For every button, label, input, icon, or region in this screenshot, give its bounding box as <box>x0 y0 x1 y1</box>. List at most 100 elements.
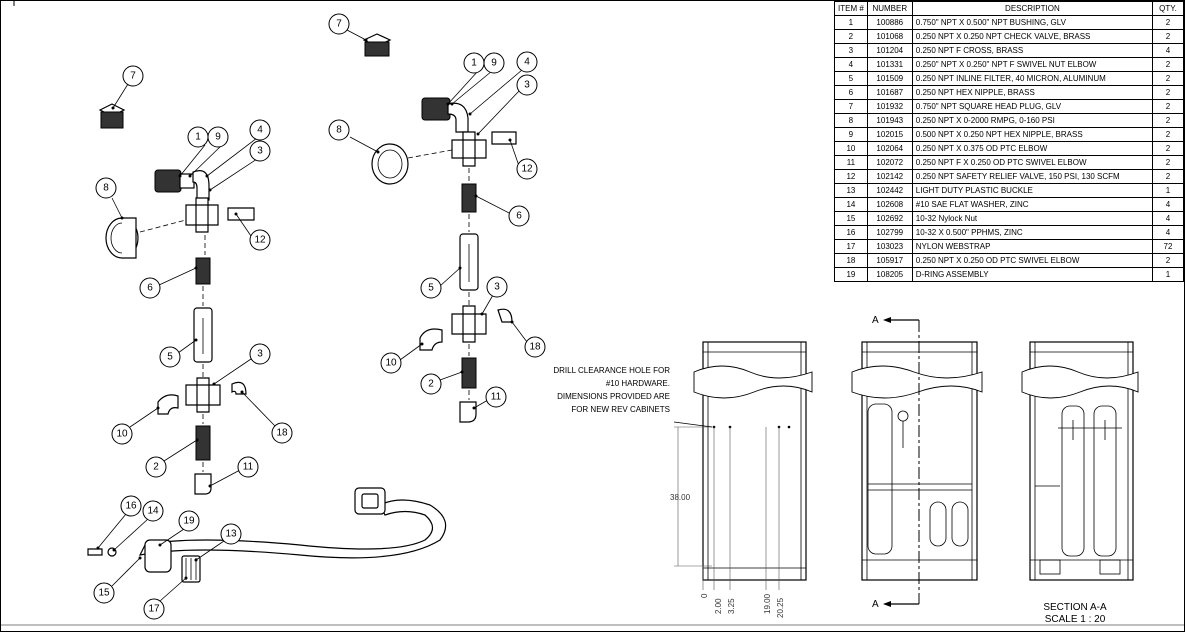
bom-qty-cell: 4 <box>1152 43 1184 58</box>
section-line <box>883 317 920 607</box>
bom-qty-cell: 2 <box>1152 99 1184 114</box>
balloon-leader <box>111 557 141 587</box>
balloon-circle <box>249 119 271 141</box>
bom-item-cell: 14 <box>834 197 868 212</box>
balloon-left-14: 16 <box>120 495 142 517</box>
cross-fitting-upper <box>185 197 219 233</box>
leader-arrow <box>194 338 198 342</box>
bom-item-cell: 11 <box>834 155 868 170</box>
balloon-leader <box>346 29 367 41</box>
bom-number-cell: 102692 <box>866 211 913 226</box>
bom-number-cell: 103023 <box>866 239 913 254</box>
plug-body-r <box>364 41 390 57</box>
bom-qty-cell: 2 <box>1152 169 1184 184</box>
balloon-circle <box>328 119 350 141</box>
bom-description-cell: 0.250 NPT F CROSS, BRASS <box>911 43 1154 58</box>
pressure-gauge <box>105 217 139 259</box>
cross-fitting-lower <box>185 377 221 413</box>
balloon-circle <box>516 74 538 96</box>
note-line: DRILL CLEARANCE HOLE FOR <box>553 366 670 375</box>
elbow18-r <box>497 308 513 323</box>
bom-item-cell: 9 <box>834 127 868 142</box>
leader-arrow <box>212 382 216 386</box>
leader-arrow <box>472 406 476 410</box>
balloon-left-19: 17 <box>143 598 165 620</box>
balloon-leader <box>159 528 185 546</box>
balloon-leader <box>399 343 423 361</box>
bom-item-cell: 3 <box>834 43 868 58</box>
bom-item-cell: 6 <box>834 85 868 100</box>
bom-number-cell: 101687 <box>866 85 913 100</box>
balloon-circle <box>380 352 402 374</box>
bom-description-cell: LIGHT DUTY PLASTIC BUCKLE <box>911 183 1154 198</box>
balloon-number: 19 <box>183 516 195 527</box>
balloon-leader <box>129 407 159 428</box>
leader-arrow <box>194 558 198 562</box>
strap-assembly <box>87 487 447 583</box>
section-scale: SCALE 1 : 20 <box>1044 614 1106 625</box>
balloon-number: 6 <box>147 283 153 294</box>
bushing-nipple <box>154 169 195 193</box>
balloon-circle <box>143 598 165 620</box>
balloon-leader <box>349 136 379 153</box>
balloon-circle <box>483 52 505 74</box>
leader-arrow <box>194 266 198 270</box>
leader-arrow <box>510 320 514 324</box>
balloon-circle <box>328 13 350 35</box>
balloon-circle <box>111 423 133 445</box>
leader-arrow <box>476 132 480 136</box>
leader-arrow <box>96 546 100 550</box>
bom-item-cell: 17 <box>834 239 868 254</box>
bom-description-cell: 0.250 NPT HEX NIPPLE, BRASS <box>911 85 1154 100</box>
bom-qty-cell: 2 <box>1152 113 1184 128</box>
balloon-left-10: 10 <box>111 423 133 445</box>
balloon-number: 2 <box>428 379 434 390</box>
note-line: FOR NEW REV CABINETS <box>571 405 670 414</box>
bom-item-cell: 13 <box>834 183 868 198</box>
bom-description-cell: 0.750" NPT SQUARE HEAD PLUG, GLV <box>911 99 1154 114</box>
note-line: DIMENSIONS PROVIDED ARE <box>557 392 670 401</box>
cross-r-lower <box>451 305 487 343</box>
balloon-circle <box>486 276 508 298</box>
bom-description-cell: 0.250 NPT X 0.250 OD PTC SWIVEL ELBOW <box>911 253 1154 268</box>
balloon-right-5: 8 <box>328 119 350 141</box>
check-valve <box>195 425 211 461</box>
bom-description-cell: #10 SAE FLAT WASHER, ZINC <box>911 197 1154 212</box>
balloon-leader <box>158 267 197 286</box>
balloon-leader <box>209 469 241 487</box>
relief-valve-r <box>491 131 517 145</box>
exploded-assembly-right <box>362 33 517 423</box>
cabinet-section-view <box>1021 341 1139 581</box>
balloon-leader <box>111 197 123 219</box>
balloon-circle <box>159 346 181 368</box>
exploded-assembly-left <box>87 103 447 583</box>
balloon-left-15: 14 <box>142 500 164 522</box>
leader-arrow <box>480 312 484 316</box>
swivel-elbow-bottom <box>194 473 212 495</box>
bom-qty-cell: 2 <box>1152 253 1184 268</box>
balloon-number: 1 <box>471 58 477 69</box>
bom-description-cell: 0.250 NPT X 0.250 NPT CHECK VALVE, BRASS <box>911 29 1154 44</box>
balloon-number: 17 <box>148 604 160 615</box>
bom-number-cell: 102608 <box>866 197 913 212</box>
swivel-elbow-r <box>459 401 477 423</box>
leader-arrow <box>240 390 244 394</box>
balloon-right-11: 10 <box>380 352 402 374</box>
balloon-left-17: 13 <box>220 523 242 545</box>
dim-0: 0 <box>700 593 709 598</box>
balloon-number: 5 <box>428 283 434 294</box>
bom-qty-cell: 2 <box>1152 57 1184 72</box>
bom-number-cell: 102442 <box>866 183 913 198</box>
balloon-left-6: 12 <box>249 229 271 251</box>
balloon-leader <box>177 339 197 354</box>
